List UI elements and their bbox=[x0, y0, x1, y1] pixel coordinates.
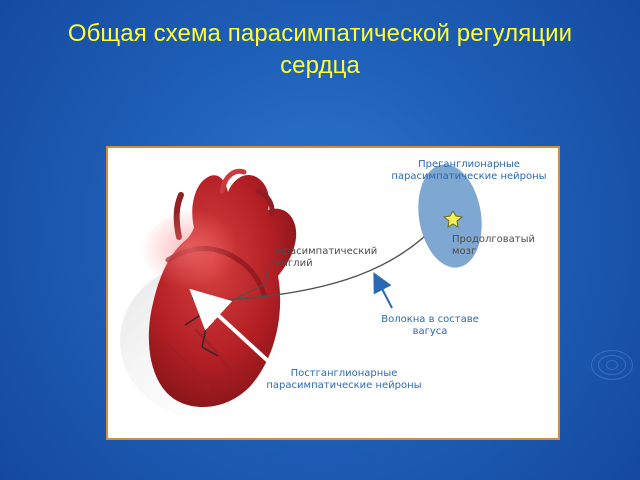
ganglion-pointer-line bbox=[224, 264, 269, 305]
label-parasympathetic-ganglion: Парасимпатический ганглий bbox=[270, 246, 380, 270]
water-ripple-decoration bbox=[588, 348, 634, 384]
label-postganglionic-line-1: Постганглионарные bbox=[290, 368, 398, 379]
label-medulla-line-2: мозг bbox=[452, 246, 477, 257]
postganglionic-white-arrow bbox=[189, 288, 270, 363]
slide-title-line-1: Общая схема парасимпатической регуляции bbox=[67, 20, 573, 47]
vagus-fiber-path bbox=[224, 220, 441, 301]
label-preganglionic-line-2: парасимпатические нейроны bbox=[391, 171, 547, 182]
label-ganglion-line-2: ганглий bbox=[270, 258, 313, 269]
parasympathetic-heart-diagram bbox=[120, 164, 482, 417]
vagus-blue-arrow bbox=[373, 272, 393, 309]
label-ganglion-line-1: Парасимпатический bbox=[270, 246, 378, 257]
label-medulla: Продолговатый мозг bbox=[452, 234, 538, 258]
label-vagus-line-1: Волокна в составе bbox=[381, 314, 479, 325]
label-postganglionic-neurons: Постганглионарные парасимпатические нейр… bbox=[264, 368, 424, 392]
slide-title-line-2: сердца bbox=[280, 52, 360, 79]
label-preganglionic-line-1: Преганглионарные bbox=[418, 159, 520, 170]
label-vagus-fibers: Волокна в составе вагуса bbox=[370, 314, 490, 338]
preganglionic-neuron-marker bbox=[442, 210, 464, 228]
label-medulla-line-1: Продолговатый bbox=[452, 234, 536, 245]
slide-title: Общая схема парасимпатической регуляции … bbox=[40, 18, 600, 82]
ripple-ring-outer bbox=[591, 350, 633, 380]
diagram-panel: Преганглионарные парасимпатические нейро… bbox=[106, 146, 560, 440]
label-postganglionic-line-2: парасимпатические нейроны bbox=[266, 380, 422, 391]
label-vagus-line-2: вагуса bbox=[412, 326, 448, 337]
label-preganglionic-neurons: Преганглионарные парасимпатические нейро… bbox=[384, 159, 554, 183]
